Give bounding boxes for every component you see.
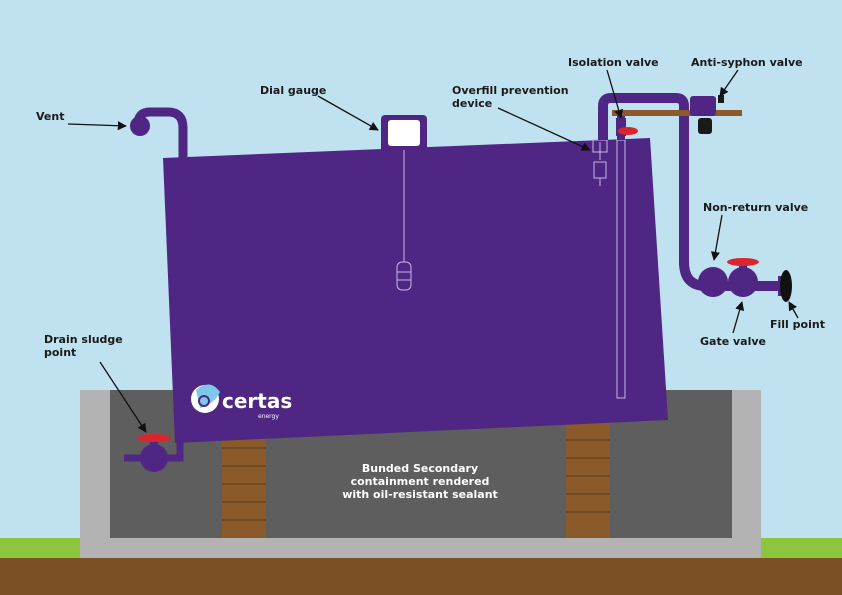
brick-support-left bbox=[222, 428, 266, 538]
callout-arrows bbox=[67, 69, 799, 433]
label-fill-point: Fill point bbox=[770, 318, 825, 331]
dial-gauge-face bbox=[388, 120, 420, 146]
label-drain-line2: point bbox=[44, 346, 76, 359]
label-non-return-valve: Non-return valve bbox=[703, 201, 808, 214]
label-drain-line1: Drain sludge bbox=[44, 333, 123, 346]
label-vent: Vent bbox=[36, 110, 64, 123]
arrow-dial-gauge bbox=[317, 95, 379, 131]
arrow-non-return-valve bbox=[710, 214, 723, 261]
soil bbox=[0, 558, 842, 595]
gate-valve bbox=[727, 258, 759, 297]
label-overfill-line1: Overfill prevention bbox=[452, 84, 569, 97]
arrow-fill-point bbox=[788, 301, 799, 319]
anti-syphon-valve bbox=[612, 95, 742, 134]
arrow-drain bbox=[99, 361, 147, 433]
logo-wordmark: certas bbox=[222, 389, 292, 413]
overfill-prevention-device bbox=[592, 139, 608, 186]
oil-tank bbox=[163, 138, 668, 443]
certas-logo: certas energy bbox=[191, 384, 292, 420]
isolation-valve bbox=[616, 113, 700, 136]
vent-cap bbox=[130, 116, 150, 136]
label-anti-syphon-valve: Anti-syphon valve bbox=[691, 56, 803, 69]
label-dial-gauge: Dial gauge bbox=[260, 84, 326, 97]
bund-label-line1: Bunded Secondary bbox=[362, 462, 478, 475]
non-return-valve bbox=[698, 267, 728, 297]
arrow-gate-valve bbox=[732, 301, 745, 334]
arrow-anti-syphon-valve bbox=[719, 69, 739, 97]
arrow-vent bbox=[67, 121, 127, 131]
arrow-overfill bbox=[497, 107, 591, 151]
bund-label-line3: with oil-resistant sealant bbox=[342, 488, 498, 501]
label-isolation-valve: Isolation valve bbox=[568, 56, 659, 69]
bund-label-line2: containment rendered bbox=[351, 475, 490, 488]
arrow-isolation-valve bbox=[606, 69, 624, 119]
brick-support-right bbox=[566, 420, 610, 538]
logo-tagline: energy bbox=[258, 413, 279, 420]
label-overfill-line2: device bbox=[452, 97, 492, 110]
dial-gauge-float bbox=[396, 150, 412, 291]
fill-point bbox=[778, 270, 792, 302]
label-gate-valve: Gate valve bbox=[700, 335, 766, 348]
